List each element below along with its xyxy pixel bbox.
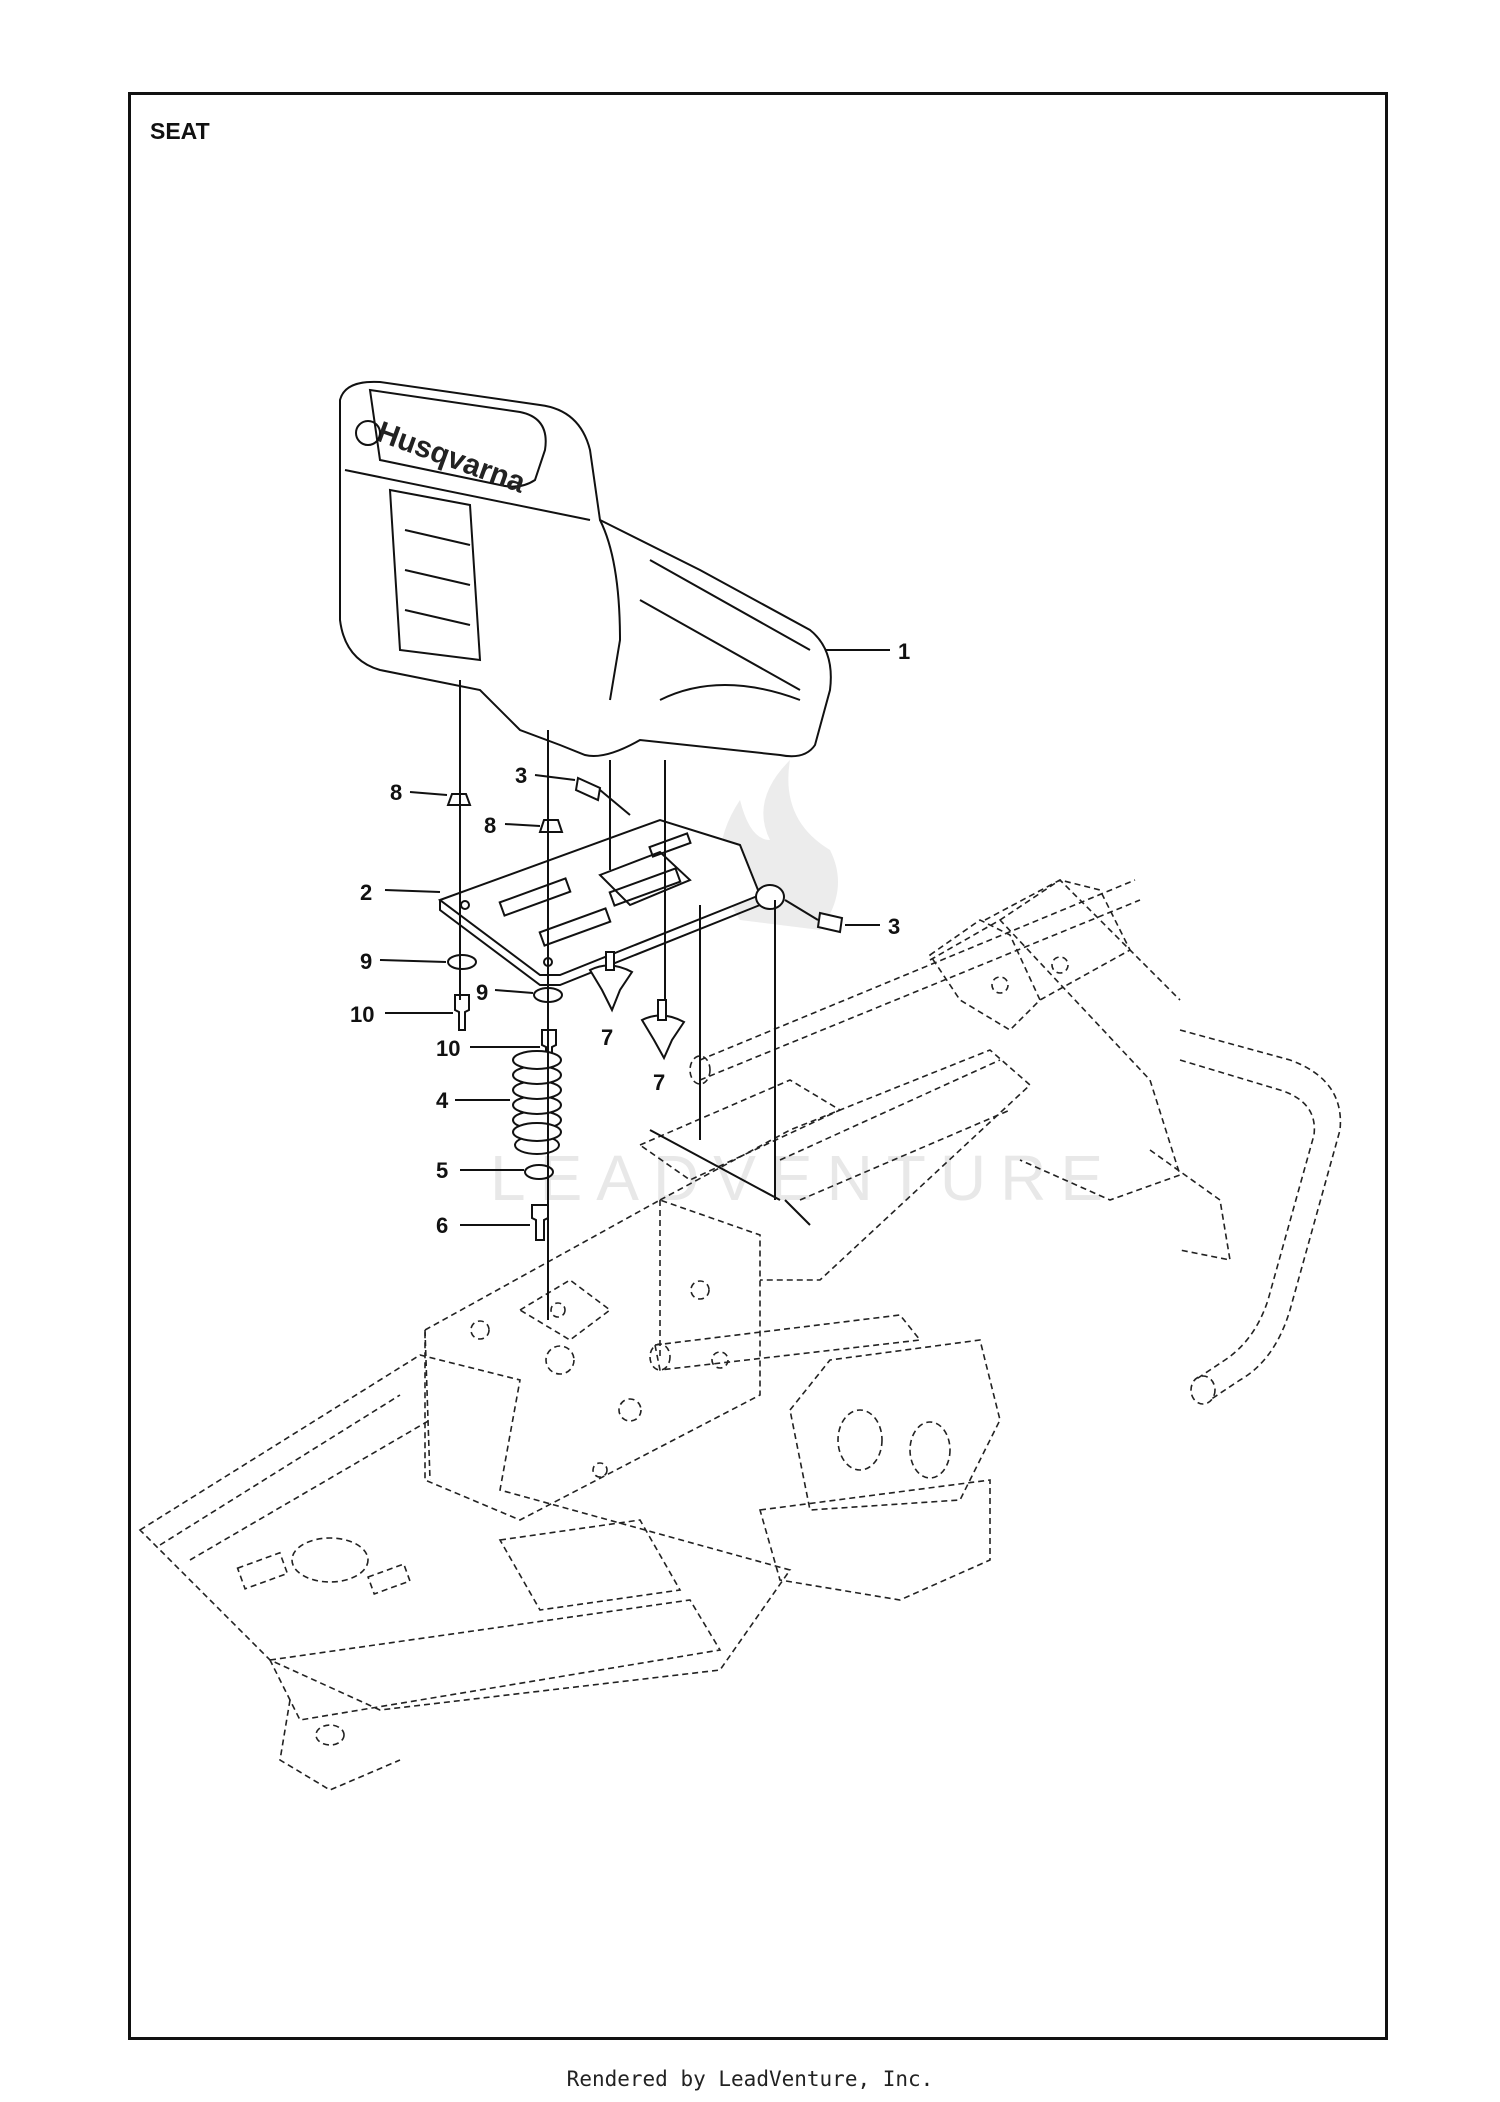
assembly-lines xyxy=(459,680,819,1320)
husqvarna-crown-icon xyxy=(355,420,381,446)
callout-7-left: 7 xyxy=(601,1025,613,1050)
callout-2: 2 xyxy=(360,880,372,905)
callout-9-right: 9 xyxy=(476,980,488,1005)
callout-3-lower: 3 xyxy=(888,914,900,939)
callout-7-right: 7 xyxy=(653,1070,665,1095)
callout-6: 6 xyxy=(436,1213,448,1238)
callout-8-left: 8 xyxy=(390,780,402,805)
callout-1: 1 xyxy=(898,639,910,664)
watermark: LEADVENTURE xyxy=(490,760,1117,1214)
nut-part-8-right xyxy=(538,819,564,833)
bolt-part-3-upper xyxy=(574,776,602,802)
watermark-text: LEADVENTURE xyxy=(490,1142,1117,1214)
callout-8-right: 8 xyxy=(484,813,496,838)
seat-plate-part-2 xyxy=(437,818,785,986)
knob-part-7-left xyxy=(588,964,634,1013)
callouts: 1 2 3 3 4 5 6 7 7 8 8 9 9 10 10 xyxy=(350,639,910,1238)
mower-frame xyxy=(138,878,1342,1791)
washer-part-5 xyxy=(524,1164,554,1180)
bolt-part-3-lower xyxy=(816,911,844,934)
knob-part-7-right xyxy=(640,1014,686,1061)
footer-credit: Rendered by LeadVenture, Inc. xyxy=(566,2067,934,2091)
callout-4: 4 xyxy=(436,1088,449,1113)
bolt-part-6 xyxy=(531,1204,549,1241)
washer-part-9-left xyxy=(447,954,477,970)
callout-9-left: 9 xyxy=(360,949,372,974)
callout-10-left: 10 xyxy=(350,1002,374,1027)
seat-part-1: Husqvarna xyxy=(339,380,832,758)
diagram-title: SEAT xyxy=(150,118,210,144)
callout-10-right: 10 xyxy=(436,1036,460,1061)
callout-5: 5 xyxy=(436,1158,448,1183)
spring-part-4 xyxy=(512,1050,562,1155)
bolt-part-10-left xyxy=(454,994,470,1031)
callout-3-upper: 3 xyxy=(515,763,527,788)
diagram-frame xyxy=(128,92,1388,2040)
